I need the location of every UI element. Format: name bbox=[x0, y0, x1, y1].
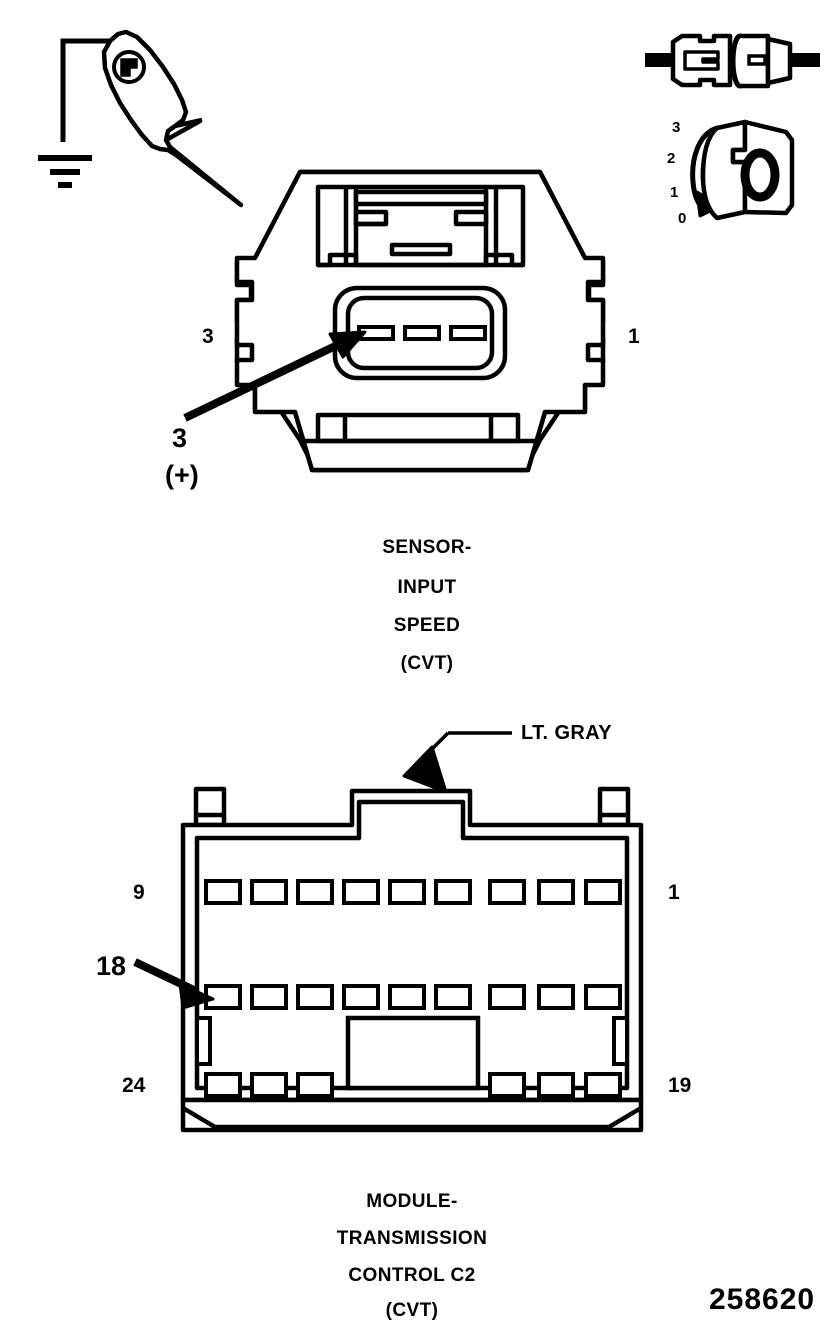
key-position-2: 2 bbox=[667, 150, 676, 167]
module-row-bottom-right-label: 19 bbox=[668, 1074, 692, 1097]
sensor-caption-line-4: (CVT) bbox=[400, 653, 454, 674]
key-position-3: 3 bbox=[672, 119, 681, 136]
sensor-pin-2 bbox=[403, 325, 441, 341]
module-row-middle-left-label: 18 bbox=[96, 951, 127, 981]
module-row-top-right-label: 1 bbox=[668, 881, 680, 904]
module-connector-side-notches bbox=[195, 1016, 629, 1066]
key-position-1: 1 bbox=[670, 184, 679, 201]
sensor-connector-skirt bbox=[292, 411, 548, 473]
module-connector-shell bbox=[180, 786, 644, 1103]
probe-callout-pin: 3 bbox=[172, 423, 188, 453]
module-caption-line-2: TRANSMISSION bbox=[336, 1228, 488, 1249]
module-row-middle-cavities bbox=[204, 984, 622, 1010]
sensor-caption-line-2: INPUT bbox=[397, 577, 457, 598]
module-row-bottom-cavities bbox=[204, 1072, 622, 1098]
sensor-caption-line-3: SPEED bbox=[393, 615, 461, 636]
module-center-block bbox=[345, 1015, 481, 1091]
test-probe-icon bbox=[101, 29, 244, 208]
module-row-top-left-label: 9 bbox=[133, 881, 145, 904]
sensor-connector-latch bbox=[315, 184, 526, 268]
probe-tip bbox=[164, 117, 203, 142]
ignition-key-switch-icon bbox=[690, 119, 795, 221]
sensor-pin3-arrow bbox=[183, 330, 367, 422]
ground-symbol bbox=[38, 38, 110, 188]
sensor-pin-1 bbox=[449, 325, 487, 341]
key-position-0: 0 bbox=[678, 210, 687, 227]
lt-gray-callout-label: LT. GRAY bbox=[521, 722, 612, 744]
module-caption-line-1: MODULE- bbox=[366, 1191, 458, 1212]
probe-dial-icon bbox=[112, 50, 146, 84]
sensor-pin-left-label: 3 bbox=[202, 325, 214, 348]
module-caption-line-3: CONTROL C2 bbox=[348, 1265, 476, 1286]
lt-gray-callout-leader bbox=[402, 731, 512, 794]
figure-number: 258620 bbox=[709, 1283, 816, 1316]
sensor-caption-line-1: SENSOR- bbox=[382, 537, 472, 558]
sensor-pin-right-label: 1 bbox=[628, 325, 640, 348]
connector-disconnected-icon bbox=[645, 33, 820, 89]
sensor-pin-cavities bbox=[357, 325, 487, 341]
module-connector-base bbox=[180, 1097, 644, 1133]
module-pin18-arrow bbox=[133, 958, 215, 1010]
probe-callout-polarity: (+) bbox=[165, 460, 199, 490]
module-row-top-cavities bbox=[204, 879, 622, 905]
module-row-bottom-left-label: 24 bbox=[122, 1074, 146, 1097]
module-caption-line-4: (CVT) bbox=[385, 1300, 439, 1321]
